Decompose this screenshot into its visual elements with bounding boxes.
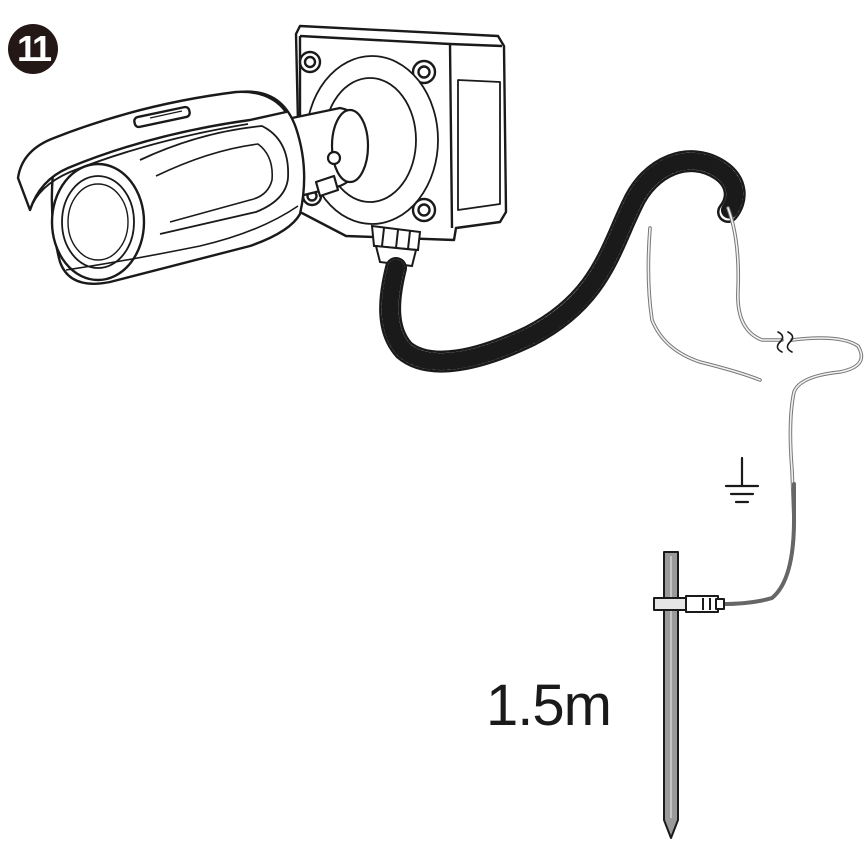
- camera-body: [16, 90, 306, 285]
- ground-wire: [720, 206, 864, 606]
- cable-gland: [370, 224, 422, 268]
- step-number-badge: 11: [8, 24, 58, 74]
- ground-symbol: [724, 456, 760, 504]
- loose-wire: [646, 226, 762, 382]
- mount-arm: [290, 106, 370, 198]
- ground-rod: [653, 551, 725, 839]
- corrugated-conduit: [379, 150, 746, 373]
- box-screws: [298, 50, 437, 223]
- rod-depth-label: 1.5m: [486, 673, 612, 738]
